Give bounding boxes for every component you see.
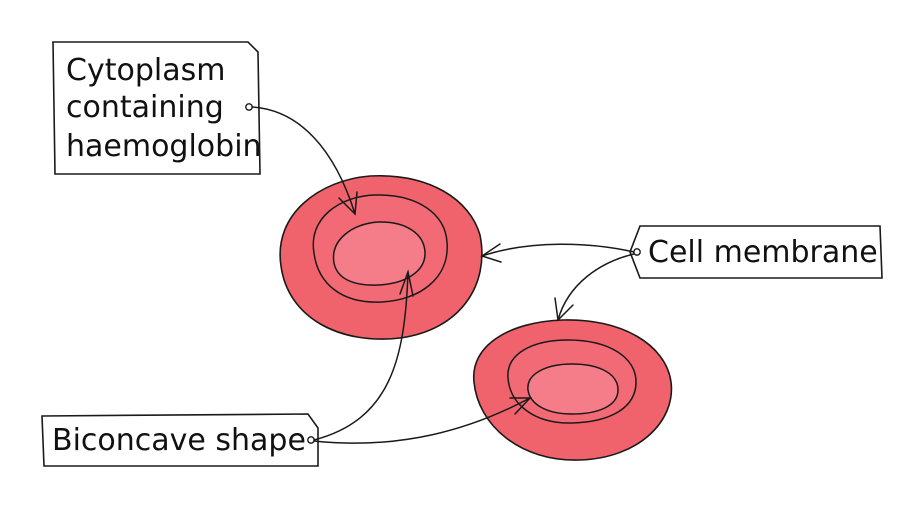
label-cytoplasm: Cytoplasm containing haemoglobin	[52, 41, 262, 175]
label-membrane-anchor	[633, 248, 641, 256]
label-biconcave: Biconcave shape	[41, 413, 319, 467]
cell-lower-centre	[527, 363, 619, 415]
label-biconcave-text: Biconcave shape	[52, 423, 306, 458]
red-blood-cell-lower	[473, 319, 673, 461]
pointer-biconcave-upper-arrowhead	[399, 269, 414, 297]
label-cytoplasm-line-2: containing	[66, 90, 224, 125]
pointer-cytoplasm-arrowhead	[338, 191, 358, 216]
cell-upper-centre	[332, 221, 426, 286]
pointer-cytoplasm	[251, 106, 356, 215]
label-membrane-box	[629, 225, 883, 279]
pointer-membrane-lower	[557, 253, 635, 321]
label-cytoplasm-anchor	[245, 103, 253, 111]
pointer-biconcave-lower-arrowhead	[509, 397, 532, 415]
label-cytoplasm-line-1: Cytoplasm	[66, 53, 225, 88]
label-membrane-text: Cell membrane	[648, 235, 878, 270]
label-cytoplasm-line-3: haemoglobin	[66, 129, 262, 164]
label-membrane: Cell membrane	[629, 225, 883, 279]
pointer-biconcave-upper	[313, 271, 409, 441]
red-blood-cell-upper	[279, 175, 483, 340]
pointer-membrane-upper	[481, 243, 635, 257]
label-biconcave-anchor	[307, 436, 315, 444]
label-biconcave-box	[41, 413, 319, 467]
pointer-membrane-upper-arrowhead	[480, 243, 502, 263]
label-cytoplasm-box	[52, 41, 261, 175]
pointer-biconcave-lower	[313, 397, 531, 444]
pointer-membrane-lower-arrowhead	[554, 297, 574, 322]
